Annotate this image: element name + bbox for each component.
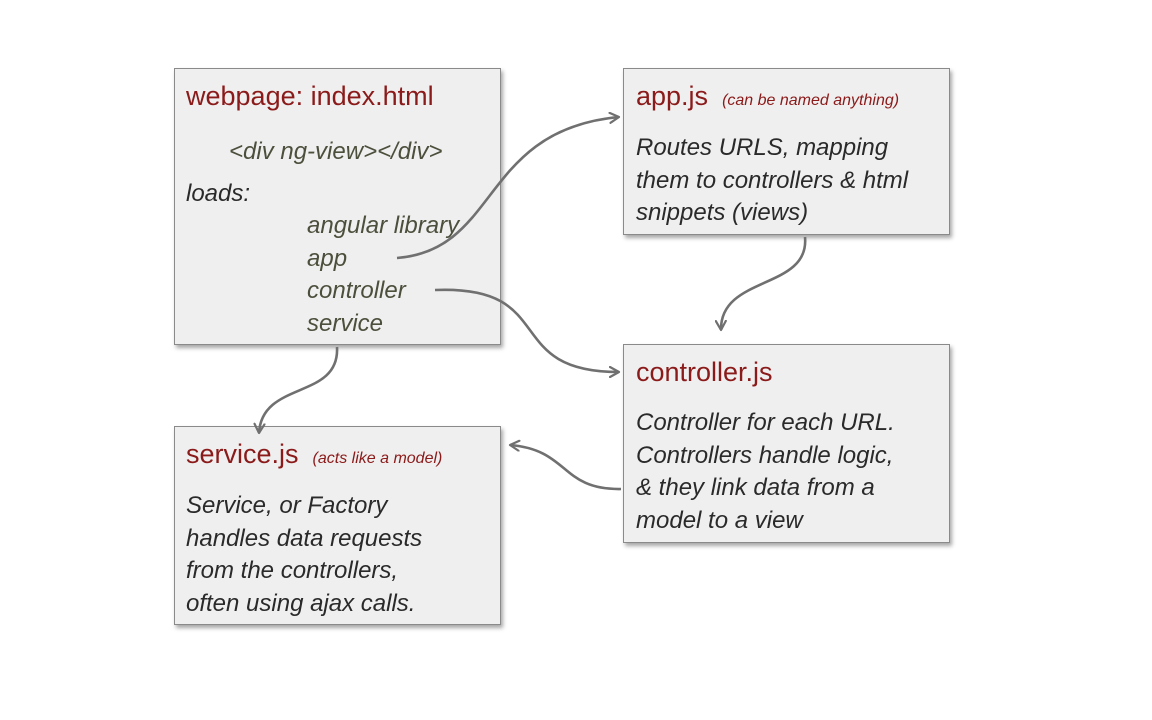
arrow-controller-js-to-service-js bbox=[510, 445, 622, 491]
description-line: them to controllers & html bbox=[636, 166, 909, 194]
description-line: Routes URLS, mapping bbox=[636, 134, 889, 161]
description-line: often using ajax calls. bbox=[186, 589, 416, 617]
arrow-app-to-app-js bbox=[396, 117, 619, 260]
service-js-note: (acts like a model) bbox=[312, 450, 443, 467]
controller-js-description: Controller for each URL. Controllers han… bbox=[636, 407, 895, 537]
app-js-title-text: app.js bbox=[636, 81, 709, 111]
service-js-box: service.js (acts like a model) Service, o… bbox=[174, 426, 501, 625]
app-js-box: app.js (can be named anything) Routes URL… bbox=[623, 68, 950, 235]
controller-js-title: controller.js bbox=[636, 357, 773, 387]
description-line: Service, or Factory bbox=[186, 492, 388, 519]
arrow-app-js-to-controller-js bbox=[721, 236, 807, 330]
ng-view-tag: <div ng-view></div> bbox=[229, 138, 443, 165]
service-js-description: Service, or Factory handles data request… bbox=[186, 490, 422, 620]
index-html-title: webpage: index.html bbox=[186, 81, 434, 111]
app-js-title: app.js (can be named anything) bbox=[636, 81, 899, 112]
list-item-angular-library: angular library bbox=[307, 212, 460, 239]
loads-list: angular library app controller service bbox=[307, 210, 459, 340]
description-line: Controller for each URL. bbox=[636, 409, 895, 436]
app-js-description: Routes URLS, mapping them to controllers… bbox=[636, 132, 908, 230]
description-line: & they link data from a bbox=[636, 474, 875, 501]
loads-label: loads: bbox=[186, 180, 251, 207]
arrow-index-to-service-js bbox=[259, 346, 339, 433]
list-item-controller: controller bbox=[307, 277, 406, 304]
index-html-box: webpage: index.html <div ng-view></div> … bbox=[174, 68, 501, 345]
controller-js-box: controller.js Controller for each URL. C… bbox=[623, 344, 950, 543]
description-line: snippets (views) bbox=[636, 199, 809, 226]
description-line: handles data requests bbox=[186, 524, 423, 552]
description-line: Controllers handle logic, bbox=[636, 441, 894, 469]
description-line: from the controllers, bbox=[186, 557, 399, 584]
list-item-app: app bbox=[307, 244, 348, 272]
service-js-title: service.js (acts like a model) bbox=[186, 439, 442, 470]
app-js-note: (can be named anything) bbox=[722, 92, 900, 109]
service-js-title-text: service.js bbox=[186, 439, 299, 469]
arrow-controller-to-controller-js bbox=[434, 288, 619, 372]
list-item-service: service bbox=[307, 309, 384, 337]
description-line: model to a view bbox=[636, 506, 803, 534]
